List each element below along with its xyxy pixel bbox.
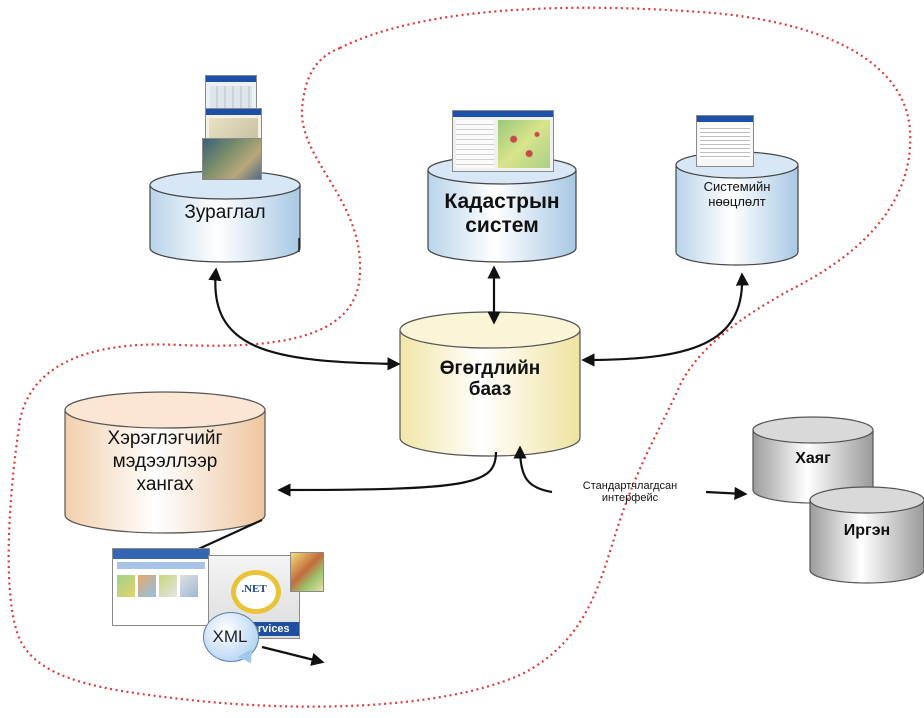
arrow-database-users	[277, 451, 498, 497]
users-label: Хэрэглэгчийг мэдээллээр хангах	[107, 428, 223, 495]
arrow-security-database	[581, 272, 750, 367]
dotnet-label: .NET	[241, 583, 267, 595]
map-screenshot-3	[202, 138, 262, 180]
cadastre-screenshot	[452, 110, 554, 172]
arrow-webservices-out	[261, 645, 325, 666]
xml-bubble	[203, 612, 259, 662]
arrow-interface-database	[513, 445, 553, 494]
backup-screenshot	[696, 115, 754, 167]
map-tile-thumbnail	[290, 552, 324, 592]
cadastre-label: Кадастрын систем	[444, 190, 560, 237]
security-label: Системийн нөөцлөлт	[703, 179, 771, 209]
zuraglal-label: Зураглал	[184, 202, 266, 223]
interface-label: Стандартчлагдсан интерфейс	[582, 480, 678, 505]
citizen-label: Иргэн	[843, 522, 891, 539]
address-cylinder	[752, 416, 874, 504]
dotnet-logo	[231, 570, 281, 614]
zuraglal-cylinder	[149, 170, 301, 263]
citizen-cylinder	[809, 486, 924, 584]
database-label: Өгөгдлийн бааз	[439, 358, 541, 401]
xml-label: XML	[212, 627, 248, 646]
address-label: Хаяг	[795, 450, 831, 467]
users-cylinder	[64, 391, 266, 534]
arrow-zuraglal-database	[208, 267, 401, 371]
web-portal-screenshot	[112, 548, 210, 626]
arrow-interface-address	[705, 486, 748, 501]
